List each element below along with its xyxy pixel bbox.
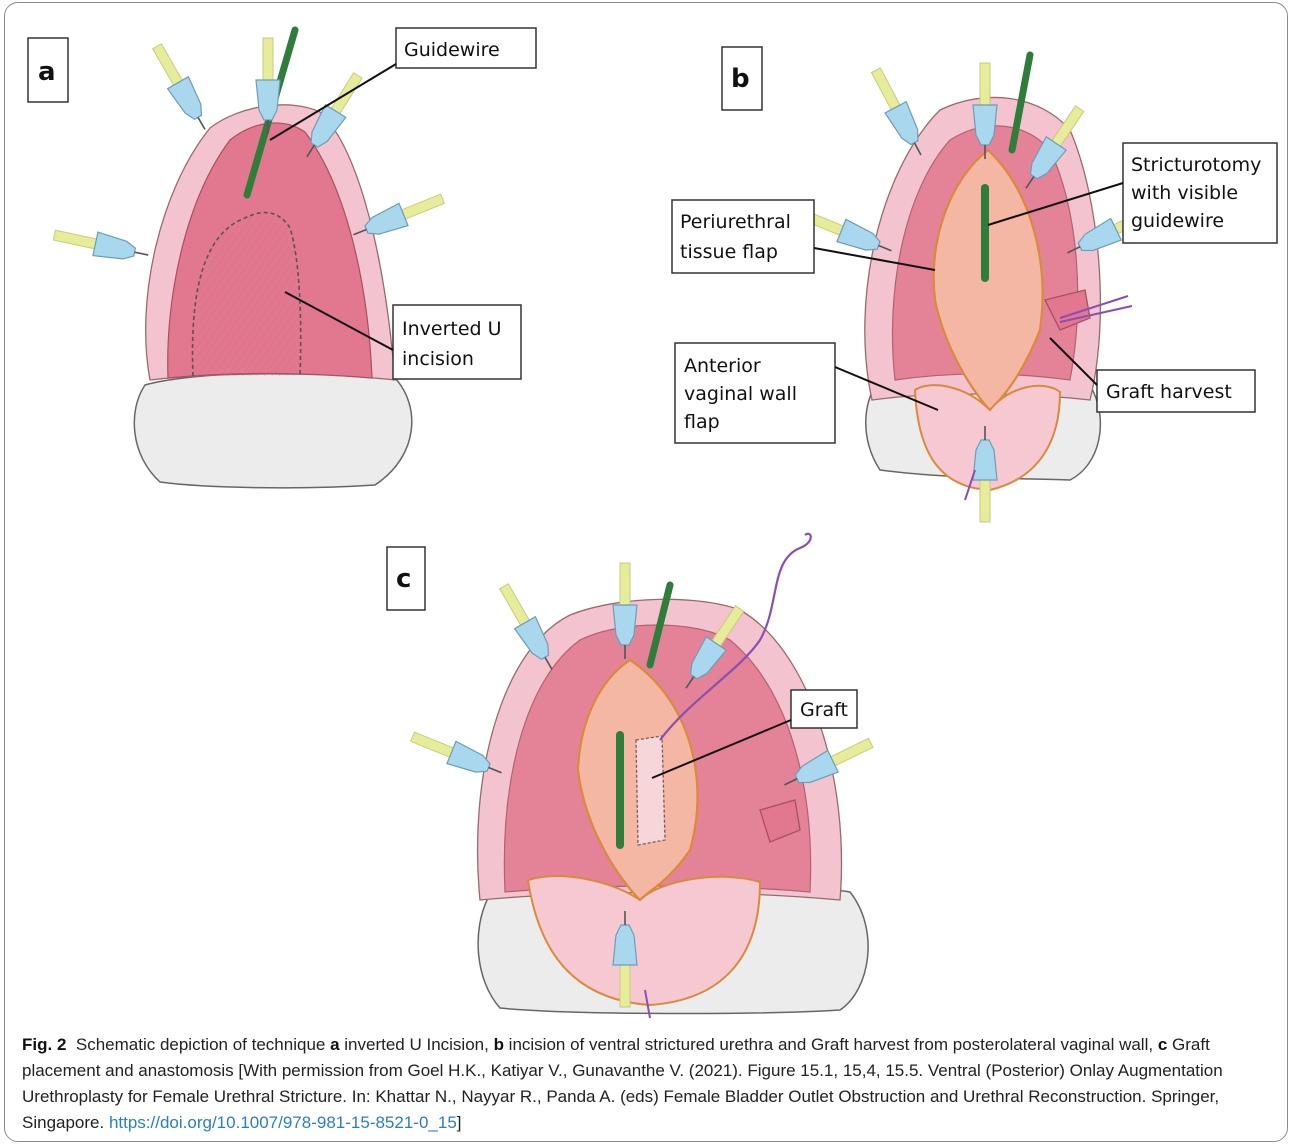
stricturotomy-label-line2: with visible xyxy=(1131,182,1238,204)
caption-a: a xyxy=(330,1035,339,1054)
caption-text-2: inverted U Incision, xyxy=(340,1035,494,1054)
caption-text-5: ] xyxy=(457,1113,462,1132)
vaginal-wall-label-line1: Anterior xyxy=(684,355,761,377)
vaginal-wall-label-line2: vaginal wall xyxy=(684,383,797,405)
panel-a: a Guidewire Inverted U incision xyxy=(28,28,536,488)
graft-label: Graft xyxy=(800,699,848,721)
guidewire-label: Guidewire xyxy=(404,39,500,61)
panel-a-letter: a xyxy=(38,57,56,87)
graft-patch xyxy=(636,736,665,845)
panel-c: c Graft xyxy=(387,534,876,1018)
periurethral-label-line1: Periurethral xyxy=(680,211,791,233)
doi-link[interactable]: https://doi.org/10.1007/978-981-15-8521-… xyxy=(109,1113,457,1132)
caption-c: c xyxy=(1158,1035,1167,1054)
graft-harvest-label: Graft harvest xyxy=(1106,381,1232,403)
panel-c-letter: c xyxy=(396,564,411,594)
skin-base-a xyxy=(134,372,412,487)
panel-b: b Stricturotomy with visible guidewire P… xyxy=(672,47,1277,522)
caption-b: b xyxy=(494,1035,504,1054)
incision-label-line2: incision xyxy=(402,348,474,370)
periurethral-label-line2: tissue flap xyxy=(680,241,778,263)
vaginal-wall-label-line3: flap xyxy=(684,411,720,433)
panel-b-letter: b xyxy=(731,64,750,94)
caption-fig-label: Fig. 2 xyxy=(22,1035,66,1054)
caption-text-1: Schematic depiction of technique xyxy=(76,1035,330,1054)
surgical-illustration: a Guidewire Inverted U incision b Strict… xyxy=(0,0,1293,1030)
stricturotomy-label-line1: Stricturotomy xyxy=(1131,154,1261,176)
caption-text-3: incision of ventral strictured urethra a… xyxy=(504,1035,1158,1054)
figure-caption: Fig. 2 Schematic depiction of technique … xyxy=(22,1032,1272,1136)
stricturotomy-label-line3: guidewire xyxy=(1131,210,1224,232)
incision-label-line1: Inverted U xyxy=(402,318,502,340)
